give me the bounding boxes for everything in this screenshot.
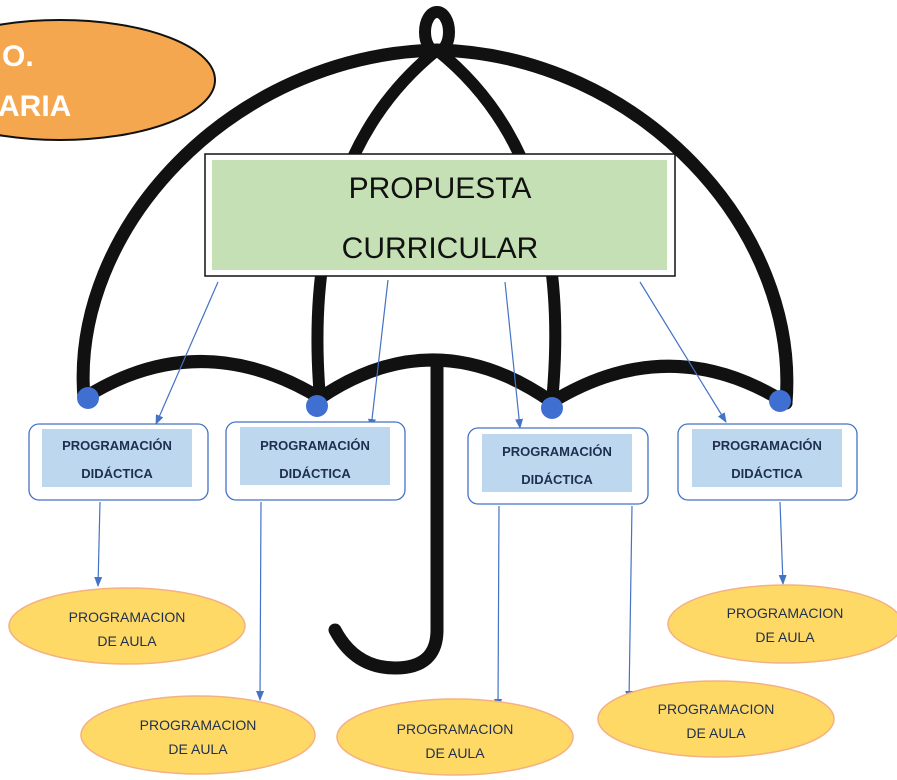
arrow	[625, 505, 634, 701]
aula-label-line1: PROGRAMACION	[69, 609, 186, 625]
aula-label-line2: DE AULA	[168, 741, 228, 757]
main-box-line2: CURRICULAR	[342, 232, 539, 265]
arrow	[368, 279, 389, 429]
aula-label-line2: DE AULA	[755, 629, 815, 645]
pd-label-line1: PROGRAMACIÓN	[62, 438, 172, 453]
arrow	[494, 505, 503, 709]
pd-box-2: PROGRAMACIÓN DIDÁCTICA	[225, 421, 406, 501]
stage-badge-line1: O.	[2, 40, 34, 73]
pd-box-4: PROGRAMACIÓN DIDÁCTICA	[677, 423, 858, 501]
tip-dot	[541, 397, 563, 419]
pd-label-line2: DIDÁCTICA	[521, 472, 593, 487]
aula-ellipse-2: PROGRAMACION DE AULA	[80, 695, 316, 775]
propuesta-curricular-box: PROPUESTA CURRICULAR	[204, 153, 676, 277]
umbrella-handle	[328, 355, 444, 675]
umbrella-graphic	[76, 6, 794, 675]
pd-label-line1: PROGRAMACIÓN	[712, 438, 822, 453]
arrow	[778, 501, 787, 585]
pd-label-line2: DIDÁCTICA	[731, 466, 803, 481]
aula-label-line1: PROGRAMACION	[658, 701, 775, 717]
tip-dot	[769, 390, 791, 412]
aula-label-line1: PROGRAMACION	[397, 721, 514, 737]
tip-dot	[77, 387, 99, 409]
aula-label-line2: DE AULA	[686, 725, 746, 741]
arrow	[256, 501, 265, 701]
main-box-line1: PROPUESTA	[349, 172, 532, 205]
stage-badge-shape	[0, 19, 216, 141]
canopy-tip-dots	[77, 387, 791, 419]
pd-label-line1: PROGRAMACIÓN	[260, 438, 370, 453]
aula-label-line1: PROGRAMACION	[727, 605, 844, 621]
arrows-main-to-pd	[155, 279, 727, 429]
pd-box-1: PROGRAMACIÓN DIDÁCTICA	[28, 423, 209, 501]
aula-ellipse-4: PROGRAMACION DE AULA	[597, 680, 835, 758]
aula-ellipse-1: PROGRAMACION DE AULA	[8, 587, 246, 665]
aula-label-line2: DE AULA	[425, 745, 485, 761]
aula-ellipse-3: PROGRAMACION DE AULA	[336, 698, 574, 776]
arrow	[94, 501, 103, 587]
arrow	[639, 281, 727, 423]
pd-box-3: PROGRAMACIÓN DIDÁCTICA	[467, 427, 649, 505]
pd-label-line2: DIDÁCTICA	[279, 466, 351, 481]
stage-badge-line2: ARIA	[0, 90, 71, 123]
arrow	[155, 281, 219, 425]
stage-badge: O. ARIA	[0, 19, 216, 141]
pd-label-line2: DIDÁCTICA	[81, 466, 153, 481]
aula-ellipse-5: PROGRAMACION DE AULA	[667, 584, 897, 664]
pd-label-line1: PROGRAMACIÓN	[502, 444, 612, 459]
aula-label-line1: PROGRAMACION	[140, 717, 257, 733]
tip-dot	[306, 395, 328, 417]
arrow	[504, 281, 524, 429]
aula-label-line2: DE AULA	[97, 633, 157, 649]
arrows-pd-to-aula	[94, 501, 787, 709]
